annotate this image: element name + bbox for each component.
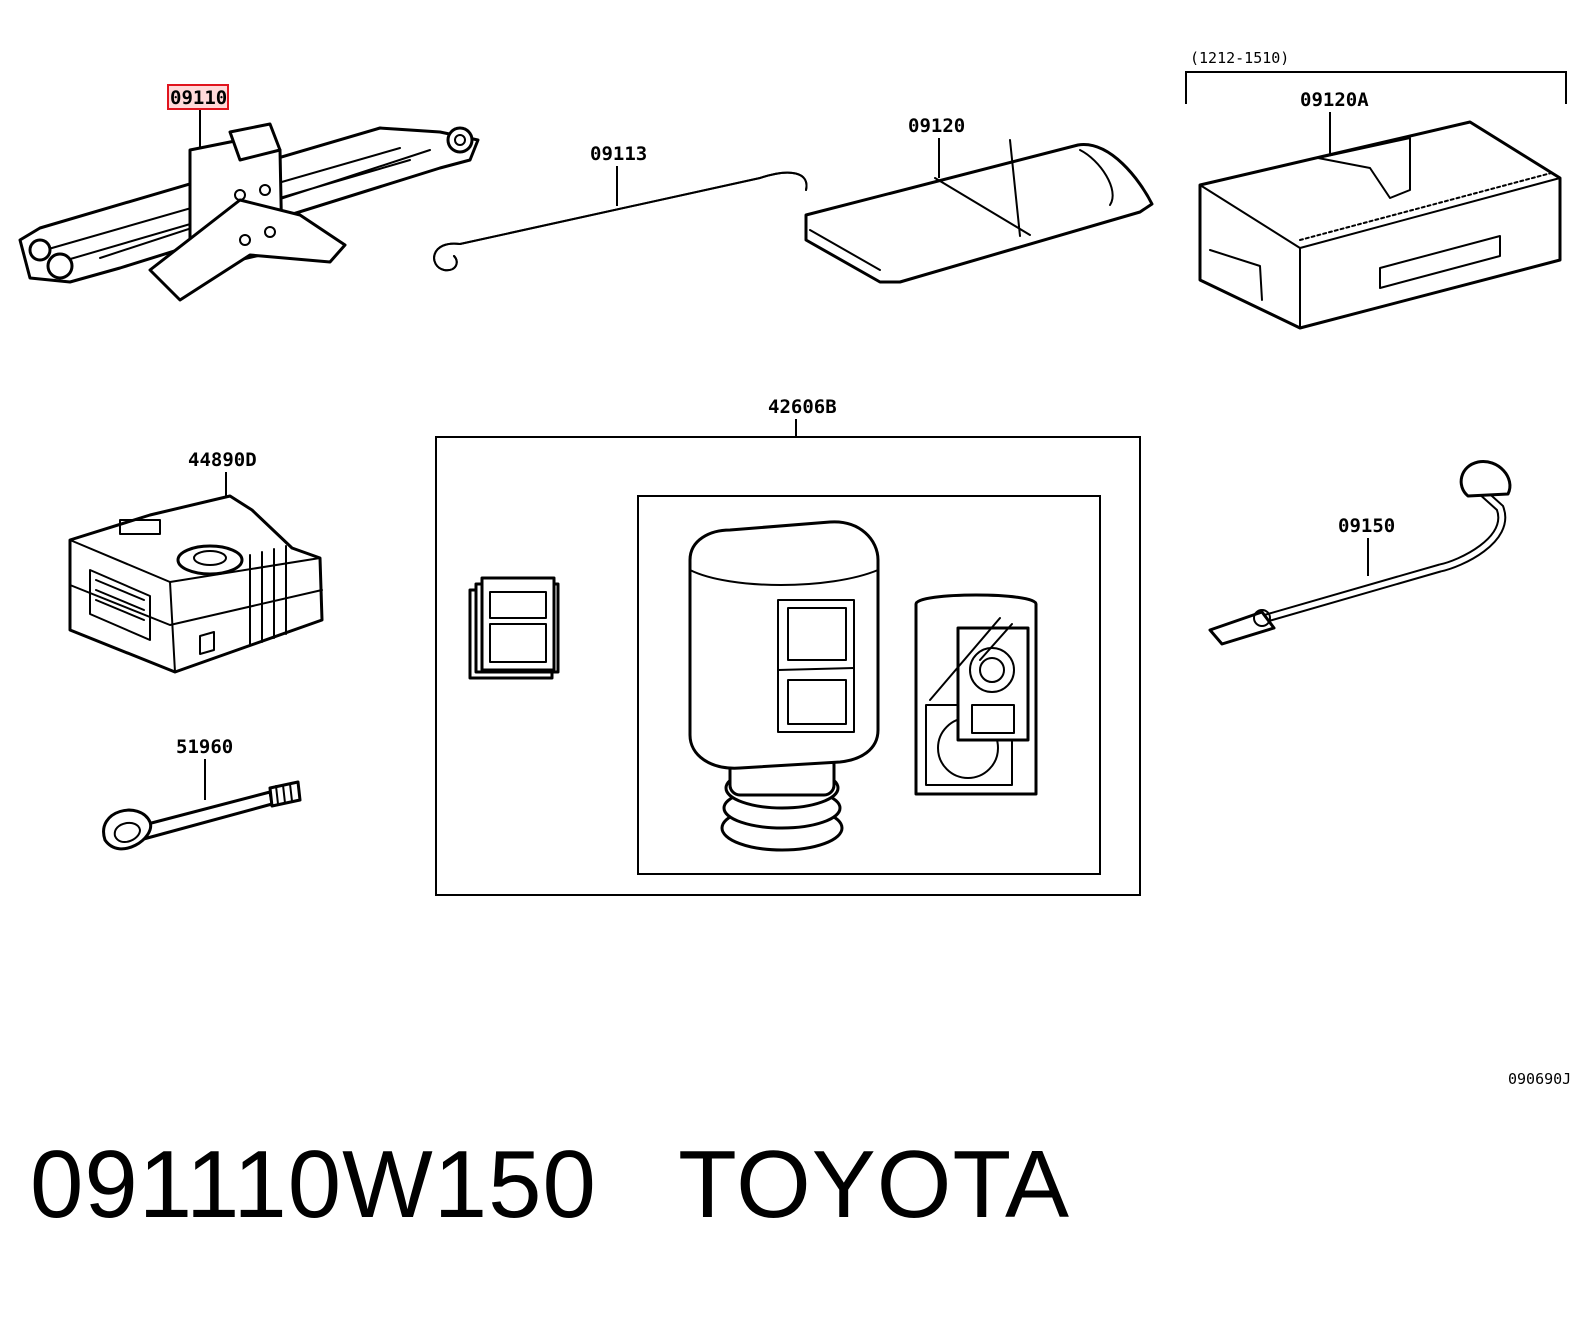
label-repair-kit[interactable]: 42606B — [768, 396, 837, 418]
instruction-booklet-icon — [468, 576, 560, 680]
label-jack[interactable]: 09110 — [170, 87, 227, 109]
caption-brand: TOYOTA — [678, 1131, 1070, 1238]
label-handle[interactable]: 09113 — [590, 143, 647, 165]
label-tool-box[interactable]: 09120A — [1300, 89, 1369, 111]
tow-hook-illustration[interactable]: 51960 — [102, 736, 302, 851]
jack-handle-illustration[interactable]: 09113 — [433, 143, 808, 272]
label-compressor[interactable]: 44890D — [188, 449, 257, 471]
jack-label-highlight — [167, 84, 229, 110]
label-tow-hook[interactable]: 51960 — [176, 736, 233, 758]
wheel-wrench-illustration[interactable]: 09150 — [1208, 460, 1512, 646]
jack-illustration[interactable]: 09110 — [18, 84, 480, 302]
compressor-illustration[interactable]: 44890D — [68, 449, 324, 674]
label-tool-box-range: (1212-1510) — [1190, 49, 1289, 67]
label-wheel-wrench[interactable]: 09150 — [1338, 515, 1395, 537]
label-tool-bag[interactable]: 09120 — [908, 115, 965, 137]
figure-code: 090690J — [1508, 1070, 1571, 1088]
repair-kit-illustration[interactable]: 42606B — [435, 396, 1141, 896]
speed-sticker-icon — [914, 593, 1038, 796]
part-caption: 091110W150 TOYOTA — [30, 1130, 1070, 1240]
sealant-bottle-icon — [688, 520, 880, 852]
caption-part-number: 091110W150 — [30, 1131, 597, 1238]
tool-bag-illustration[interactable]: 09120 — [804, 115, 1154, 284]
tool-box-illustration[interactable]: (1212-1510) 09120A — [1185, 49, 1567, 330]
